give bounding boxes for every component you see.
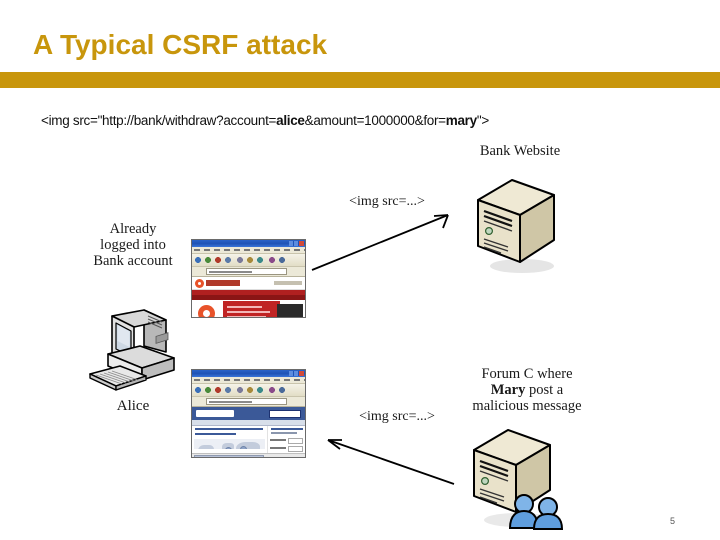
- page-title: A Typical CSRF attack: [33, 29, 328, 60]
- bank-hero-section: [192, 301, 305, 317]
- label-forum-post-a: post a: [525, 382, 564, 399]
- bank-page-content: [192, 277, 305, 317]
- server-tower-icon: [468, 178, 563, 276]
- code-prefix: <img src="http://bank/withdraw?account=: [41, 113, 277, 128]
- bank-hero-brand: [192, 301, 223, 317]
- bank-header-links[interactable]: [274, 281, 302, 285]
- desktop-computer-icon: [82, 298, 192, 394]
- label-forum-mary: Mary: [490, 382, 526, 399]
- forum-tagline-line1: [195, 428, 263, 430]
- user-figure-icon: [508, 494, 540, 529]
- arrow-up-right-icon: [311, 214, 449, 271]
- forum-search-input[interactable]: [269, 410, 301, 418]
- forum-field-label-2: [269, 447, 286, 449]
- forum-tagline-line2: [195, 433, 237, 435]
- forum-main-area: [192, 426, 305, 457]
- label-forum-line3: malicious message: [472, 398, 582, 415]
- bank-hero-banner: [222, 301, 281, 317]
- forum-field-input-1[interactable]: [287, 438, 303, 444]
- toolbar-icons[interactable]: [194, 386, 289, 394]
- bank-promo-dark: [277, 304, 303, 317]
- address-input[interactable]: [206, 398, 287, 405]
- label-forum-line2: Mary post a: [447, 382, 607, 398]
- browser-title-bar: [192, 240, 305, 247]
- browser-toolbar[interactable]: [192, 384, 305, 397]
- browser-toolbar[interactable]: [192, 254, 305, 267]
- code-account-value: alice: [276, 113, 305, 128]
- title-accent-bar: [0, 72, 720, 88]
- bank-hero-promos: [277, 301, 305, 317]
- horizontal-scrollbar[interactable]: [192, 453, 305, 457]
- user-figure-icon: [532, 497, 564, 530]
- label-bank-website: Bank Website: [479, 143, 561, 159]
- server-tower-with-users-icon: [466, 428, 574, 530]
- label-already-line2: logged into: [100, 237, 166, 254]
- bank-website-browser-window[interactable]: [191, 239, 306, 318]
- code-suffix: ">: [476, 113, 489, 128]
- forum-website-browser-window[interactable]: [191, 369, 306, 458]
- browser-menu-bar[interactable]: [192, 247, 305, 254]
- code-middle: &amount=1000000&for=: [304, 113, 446, 128]
- label-already-line1: Already: [109, 221, 157, 237]
- slide-page-number: 5: [669, 516, 675, 526]
- forum-world-map-image: [194, 439, 265, 449]
- forum-signup-heading: [270, 428, 303, 430]
- forum-field-input-2[interactable]: [287, 446, 303, 452]
- label-forum-line1: Forum C where: [481, 366, 573, 382]
- label-forum-description: Forum C where Mary post a malicious mess…: [447, 366, 607, 415]
- bank-logo-wordmark: [206, 280, 240, 286]
- forum-site-header: [192, 407, 305, 420]
- forum-page-content: [192, 407, 305, 457]
- address-input[interactable]: [206, 268, 287, 275]
- browser-address-bar[interactable]: [192, 397, 305, 407]
- forum-signup-subheading: [270, 432, 297, 434]
- toolbar-icons[interactable]: [194, 256, 289, 264]
- browser-address-bar[interactable]: [192, 267, 305, 277]
- forum-field-label-1: [269, 439, 286, 441]
- bank-nav-secondary[interactable]: [192, 295, 305, 301]
- forum-logo-wordmark: [196, 410, 234, 417]
- arrow-left-icon: [327, 439, 455, 485]
- window-controls-icon[interactable]: [289, 241, 304, 246]
- browser-title-bar: [192, 370, 305, 377]
- bank-brand-circle-icon: [198, 305, 215, 317]
- bank-page-header: [192, 277, 305, 290]
- browser-menu-bar[interactable]: [192, 377, 305, 384]
- bank-logo-icon: [195, 279, 204, 288]
- label-already-line3: Bank account: [93, 253, 173, 270]
- window-controls-icon[interactable]: [289, 371, 304, 376]
- label-img-src-top: <img src=...>: [349, 194, 425, 209]
- code-for-value: mary: [445, 113, 477, 128]
- bank-nav-primary[interactable]: [192, 290, 305, 295]
- label-already-logged-in: Already logged into Bank account: [72, 221, 194, 270]
- forum-left-panel: [192, 426, 267, 457]
- label-img-src-bottom: <img src=...>: [359, 409, 435, 424]
- label-alice: Alice: [116, 398, 150, 414]
- csrf-payload-code: <img src="http://bank/withdraw?account=a…: [41, 113, 489, 128]
- forum-subheader: [192, 420, 305, 426]
